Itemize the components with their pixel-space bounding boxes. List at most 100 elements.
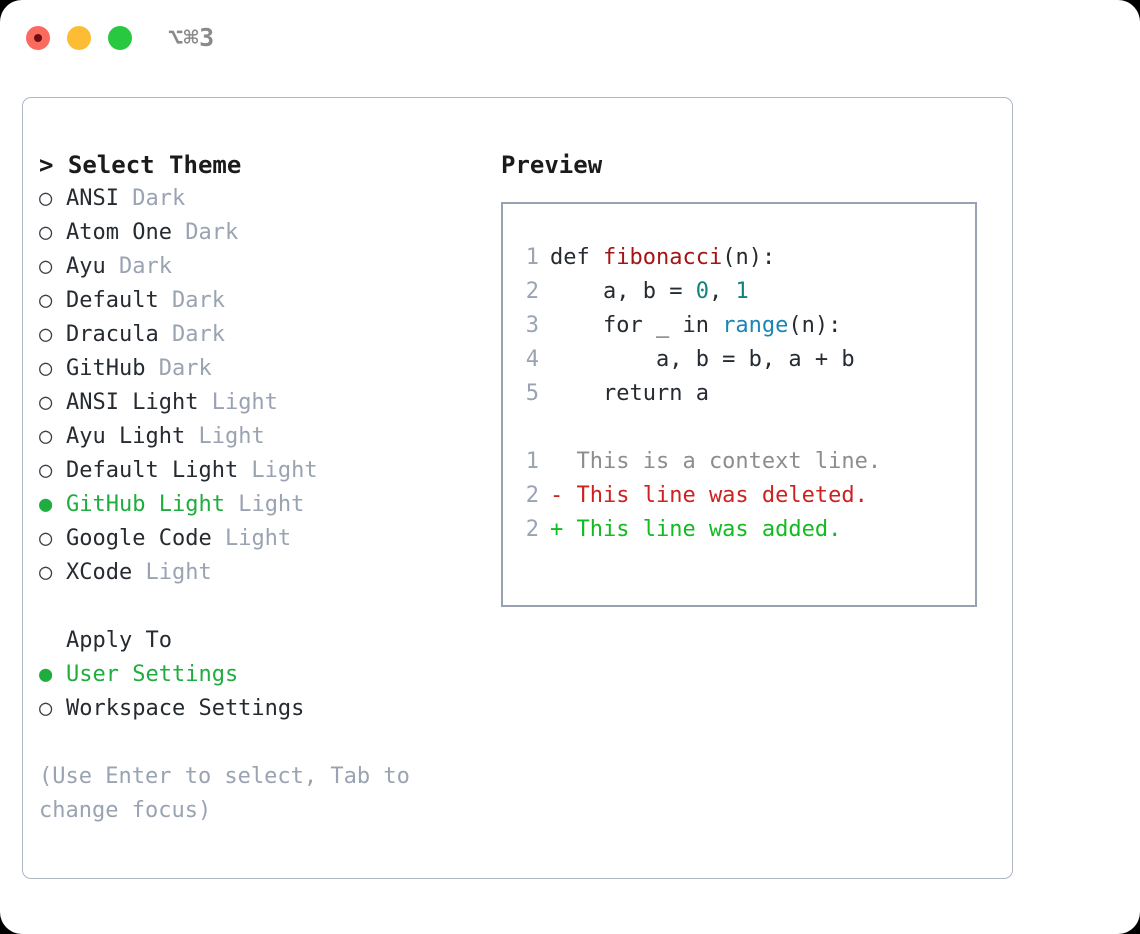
radio-unselected-icon: ○ <box>39 390 53 415</box>
theme-picker-column: > Select Theme ○ANSI Dark○Atom One Dark○… <box>39 148 479 828</box>
code-token-plain: (n): <box>788 313 842 338</box>
apply-to-heading-row: Apply To <box>39 624 479 658</box>
theme-option-variant: Light <box>132 560 212 585</box>
window-title: ⌥⌘3 <box>168 23 215 52</box>
theme-option-variant: Light <box>211 526 292 551</box>
theme-option-atom-one[interactable]: ○Atom One Dark <box>39 216 479 250</box>
theme-option-variant: Light <box>224 492 305 517</box>
radio-unselected-icon: ○ <box>39 186 53 211</box>
diff-line-deleted: 2- This line was deleted. <box>517 479 969 513</box>
theme-option-ansi-light[interactable]: ○ ANSI Light Light <box>39 386 479 420</box>
theme-option-variant: Dark <box>145 356 212 381</box>
preview-heading: Preview <box>501 151 603 179</box>
theme-option-ayu[interactable]: ○ Ayu Dark <box>39 250 479 284</box>
radio-unselected-icon: ○ <box>39 322 53 347</box>
diff-line-text: + This line was added. <box>550 517 842 542</box>
theme-option-label: Google Code <box>66 526 212 551</box>
title-bar: ⌥⌘3 <box>0 0 1140 78</box>
code-token-plain: a, b = b, a + b <box>550 347 855 372</box>
diff-line-text: - This line was deleted. <box>550 483 868 508</box>
radio-unselected-icon: ○ <box>39 424 53 449</box>
radio-unselected-icon: ○ <box>39 356 53 381</box>
select-theme-heading: > Select Theme <box>39 151 242 179</box>
theme-option-variant: Light <box>185 424 265 449</box>
theme-option-variant: Dark <box>158 288 225 313</box>
theme-option-label: Default Light <box>66 458 239 483</box>
diff-line-number: 2 <box>525 517 539 542</box>
minimize-window-button[interactable] <box>67 26 91 50</box>
theme-option-label: GitHub <box>66 356 146 381</box>
diff-sample: 1 This is a context line.2- This line wa… <box>517 445 969 547</box>
code-line-number: 5 <box>525 381 539 406</box>
radio-selected-icon: ● <box>39 492 53 517</box>
apply-to-option-user-settings[interactable]: ● User Settings <box>39 658 479 692</box>
apply-to-option-label: User Settings <box>66 662 239 687</box>
apply-to-option-workspace-settings[interactable]: ○ Workspace Settings <box>39 692 479 726</box>
theme-option-label: Ayu <box>66 254 106 279</box>
traffic-light-group <box>26 26 132 50</box>
theme-option-ayu-light[interactable]: ○ Ayu Light Light <box>39 420 479 454</box>
apply-to-heading: Apply To <box>66 628 172 653</box>
theme-option-github-light[interactable]: ● GitHub Light Light <box>39 488 479 522</box>
theme-option-label: ANSI Light <box>66 390 199 415</box>
code-token-plain: , <box>708 279 736 304</box>
apply-to-section: Apply To ● User Settings ○ Workspace Settin… <box>39 624 479 726</box>
theme-option-xcode[interactable]: ○XCode Light <box>39 556 479 590</box>
theme-option-dracula[interactable]: ○ Dracula Dark <box>39 318 479 352</box>
diff-line-text: This is a context line. <box>550 449 882 474</box>
radio-unselected-icon: ○ <box>39 526 53 551</box>
code-token-plain: for _ in <box>550 313 723 338</box>
theme-option-github[interactable]: ○ GitHub Dark <box>39 352 479 386</box>
code-token-num: 1 <box>735 279 749 304</box>
theme-option-label: Ayu Light <box>66 424 186 449</box>
theme-option-variant: Dark <box>171 220 239 245</box>
code-token-plain: def <box>550 245 603 270</box>
theme-option-label: GitHub Light <box>66 492 225 517</box>
radio-unselected-icon: ○ <box>39 458 53 483</box>
maximize-window-button[interactable] <box>108 26 132 50</box>
keyboard-hint: (Use Enter to select, Tab to change focu… <box>39 764 410 823</box>
diff-line-context: 1 This is a context line. <box>517 445 969 479</box>
code-token-plain: (n): <box>722 245 776 270</box>
content-panel: > Select Theme ○ANSI Dark○Atom One Dark○… <box>22 97 1013 879</box>
code-line: 4 a, b = b, a + b <box>517 343 969 377</box>
close-window-button[interactable] <box>26 26 50 50</box>
code-line: 3 for _ in range(n): <box>517 309 969 343</box>
theme-option-variant: Light <box>198 390 278 415</box>
code-token-plain: a, b = <box>550 279 696 304</box>
apply-to-list: ● User Settings ○ Workspace Settings <box>39 658 479 726</box>
blank-marker-icon <box>39 624 66 658</box>
code-diff-spacer <box>517 411 969 445</box>
code-token-fn: fibonacci <box>602 245 723 270</box>
theme-option-default[interactable]: ○ Default Dark <box>39 284 479 318</box>
theme-option-variant: Dark <box>158 322 225 347</box>
theme-option-label: Default <box>66 288 159 313</box>
code-token-num: 0 <box>695 279 709 304</box>
code-token-call: range <box>722 313 789 338</box>
radio-selected-icon: ● <box>39 662 53 687</box>
theme-option-label: XCode <box>66 560 133 585</box>
code-line-number: 2 <box>525 279 539 304</box>
theme-option-variant: Light <box>238 458 318 483</box>
radio-unselected-icon: ○ <box>39 254 53 279</box>
code-line: 2 a, b = 0, 1 <box>517 275 969 309</box>
radio-unselected-icon: ○ <box>39 288 53 313</box>
apply-to-option-label: Workspace Settings <box>66 696 305 721</box>
theme-option-google-code[interactable]: ○ Google Code Light <box>39 522 479 556</box>
code-line: 5 return a <box>517 377 969 411</box>
radio-unselected-icon: ○ <box>39 696 53 721</box>
code-line-number: 3 <box>525 313 539 338</box>
theme-option-variant: Dark <box>105 254 172 279</box>
theme-option-ansi[interactable]: ○ANSI Dark <box>39 182 479 216</box>
diff-line-number: 1 <box>525 449 539 474</box>
code-line-number: 4 <box>525 347 539 372</box>
theme-option-label: Atom One <box>66 220 172 245</box>
theme-option-default-light[interactable]: ○ Default Light Light <box>39 454 479 488</box>
theme-option-label: Dracula <box>66 322 159 347</box>
